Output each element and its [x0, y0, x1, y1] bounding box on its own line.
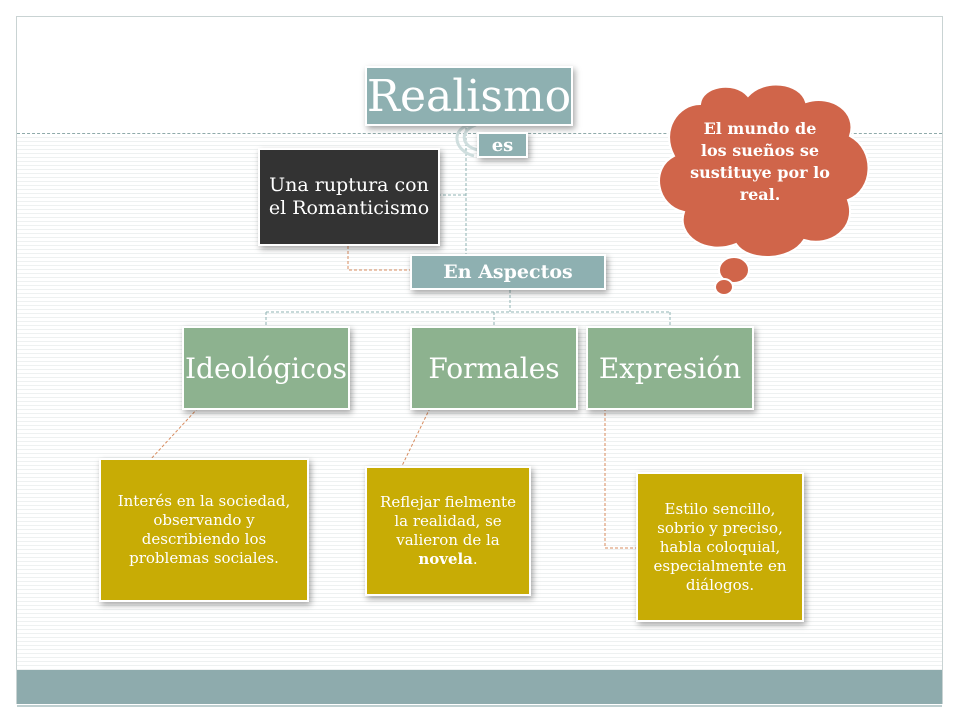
swirl-decoration	[455, 123, 479, 158]
formales-desc-connector	[399, 407, 431, 471]
title-node: Realismo	[365, 66, 573, 126]
es-label: es	[477, 132, 528, 158]
ideologicos-description: Interés en la sociedad, observando y des…	[99, 458, 309, 602]
thought-bubble	[658, 83, 870, 296]
aspect-expresion: Expresión	[586, 326, 754, 410]
footer-band	[17, 670, 942, 704]
aspect-ideologicos: Ideológicos	[182, 326, 350, 410]
formales-description-text: Reflejar fielmente la realidad, se valie…	[380, 493, 516, 568]
definition-orange-connector	[347, 246, 414, 271]
thought-bubble-text: El mundo de los sueños se sustituye por …	[690, 119, 830, 204]
aspects-label: En Aspectos	[410, 254, 606, 290]
expresion-description: Estilo sencillo, sobrio y preciso, habla…	[636, 472, 804, 622]
footer-line	[17, 705, 942, 707]
expresion-desc-connector	[604, 408, 636, 549]
novela-emphasis: novela	[418, 550, 473, 568]
aspect-formales: Formales	[410, 326, 578, 410]
formales-description: Reflejar fielmente la realidad, se valie…	[365, 466, 531, 596]
definition-node: Una ruptura con el Romanticismo	[258, 148, 440, 246]
ideologicos-desc-connector	[149, 407, 199, 461]
